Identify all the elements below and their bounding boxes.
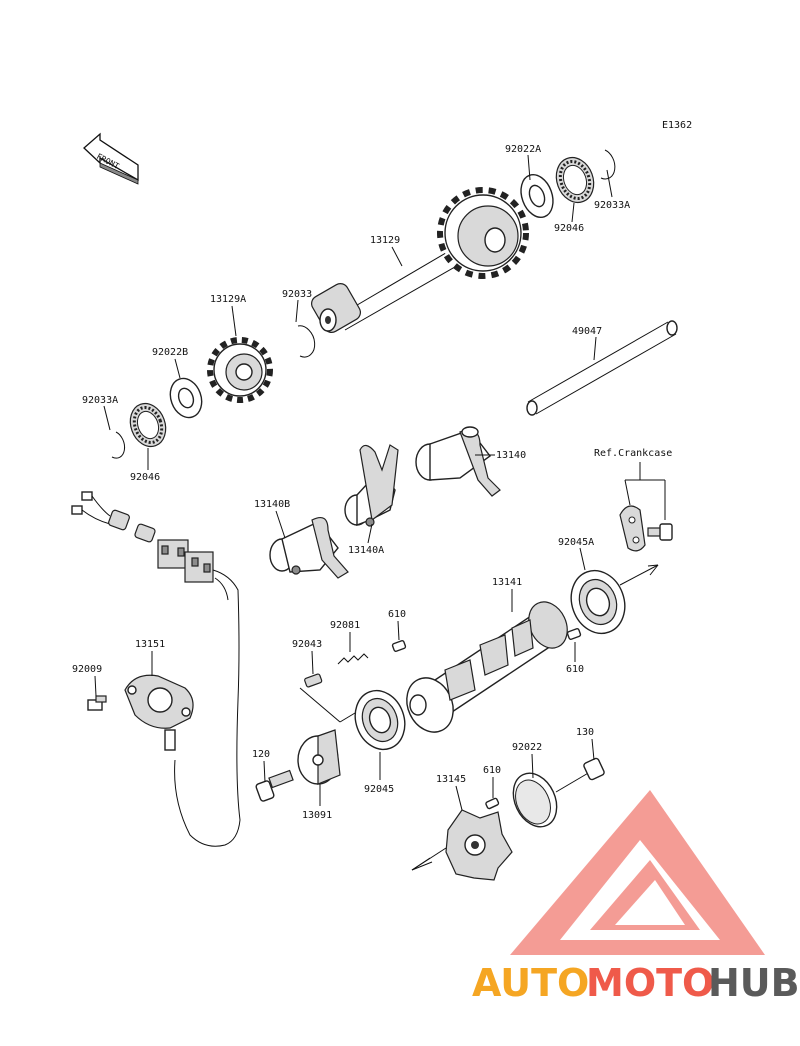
needle-bearing-92046-upper <box>555 156 595 204</box>
pin-610-upper <box>391 640 407 652</box>
logo-word-hub: HUB <box>708 961 800 1005</box>
reference-note: Ref.Crankcase <box>594 448 672 459</box>
bearing-92045 <box>354 689 406 751</box>
screw-92009 <box>87 695 107 711</box>
sensor-13151 <box>124 674 194 751</box>
callout-label: 610 <box>388 609 406 620</box>
rod-49047 <box>526 320 678 416</box>
callout-label: 610 <box>483 765 501 776</box>
callout-label: 92081 <box>330 620 360 631</box>
callout-label: 13091 <box>302 810 332 821</box>
shaft-13129 <box>311 229 496 333</box>
callout-label: 13140 <box>496 450 526 461</box>
shift-fork-13140A <box>344 444 399 527</box>
callout-label: 120 <box>252 749 270 760</box>
pin-92043 <box>304 673 323 688</box>
gear-13129 <box>437 187 529 279</box>
circlip-92033A-lower <box>111 431 126 459</box>
pin-610-right <box>566 628 582 640</box>
logo-word-moto: MOTO <box>586 961 714 1005</box>
shift-fork-13140 <box>415 426 501 497</box>
shift-drum-13141 <box>406 601 568 733</box>
callout-label: 92022 <box>512 742 542 753</box>
automotohub-logo: AUTO MOTO HUB <box>472 790 800 1005</box>
callout-label: 92043 <box>292 639 322 650</box>
star-plate-13145 <box>445 809 513 881</box>
callout-label: 13129 <box>370 235 400 246</box>
needle-bearing-92046-lower <box>129 402 167 448</box>
pin-610-lower <box>485 797 500 810</box>
crankcase-bracket <box>619 505 646 552</box>
callout-label: 610 <box>566 664 584 675</box>
diagram-code: E1362 <box>662 120 692 131</box>
callout-label: 49047 <box>572 326 602 337</box>
logo-word-auto: AUTO <box>472 961 589 1005</box>
callout-label: 13129A <box>210 294 246 305</box>
callout-label: 13145 <box>436 774 466 785</box>
callout-label: 130 <box>576 727 594 738</box>
callout-label: 92009 <box>72 664 102 675</box>
callout-label: 13141 <box>492 577 522 588</box>
gear-13129A <box>207 337 273 403</box>
bolt-130 <box>555 757 605 793</box>
callout-label: 92046 <box>554 223 584 234</box>
callout-label: 92033A <box>594 200 630 211</box>
spring-92081 <box>337 653 369 665</box>
shift-fork-13140B <box>269 517 349 579</box>
wire-harness <box>71 491 241 847</box>
crankcase-bolt <box>647 523 673 541</box>
callout-label: 92033A <box>82 395 118 406</box>
front-arrow-icon: FRONT <box>83 132 139 185</box>
callout-label: 13140B <box>254 499 290 510</box>
callout-label: 92033 <box>282 289 312 300</box>
callout-label: 92022B <box>152 347 188 358</box>
callout-label: 92045 <box>364 784 394 795</box>
callout-label: 13151 <box>135 639 165 650</box>
cam-13091 <box>297 729 341 785</box>
circlip-92033 <box>297 325 316 358</box>
bolt-120 <box>255 769 294 802</box>
callout-label: 92046 <box>130 472 160 483</box>
circlip-92033A-upper <box>600 149 616 180</box>
callout-label: 92022A <box>505 144 541 155</box>
bearing-92045A <box>570 569 626 635</box>
callout-label: 13140A <box>348 545 384 556</box>
washer-92022B <box>169 377 203 419</box>
washer-92022 <box>512 772 558 828</box>
callout-label: 92045A <box>558 537 594 548</box>
